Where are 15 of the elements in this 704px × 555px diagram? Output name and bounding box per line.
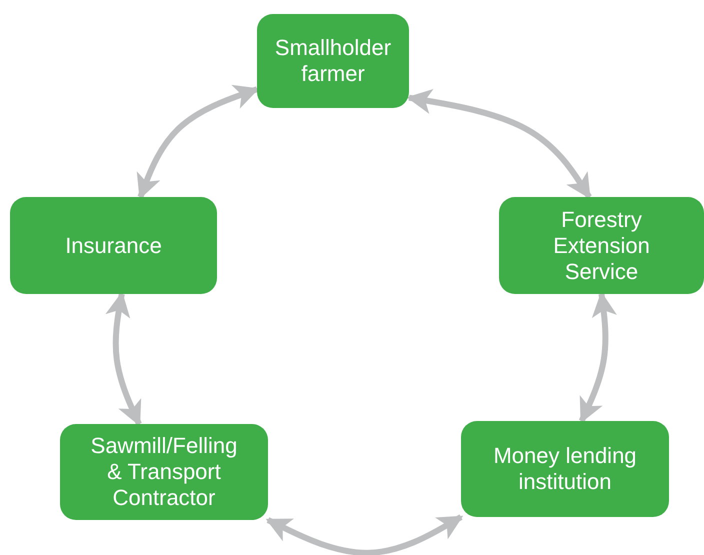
box-label: Smallholder farmer <box>274 35 392 87</box>
process-box <box>257 14 409 108</box>
double-arrow <box>406 89 592 200</box>
double-arrow <box>266 514 464 555</box>
process-box <box>10 197 217 294</box>
box-label: Forestry Extension Service <box>552 206 651 284</box>
process-box <box>461 421 669 517</box>
double-arrow <box>105 292 142 426</box>
double-arrow <box>136 84 260 200</box>
process-box <box>499 197 704 294</box>
double-arrow <box>578 292 617 424</box>
box-label: Insurance <box>65 232 162 258</box>
box-label: Money lending institution <box>492 443 638 495</box>
box-label: Sawmill/Felling & Transport Contractor <box>90 433 238 511</box>
process-box <box>60 424 268 520</box>
